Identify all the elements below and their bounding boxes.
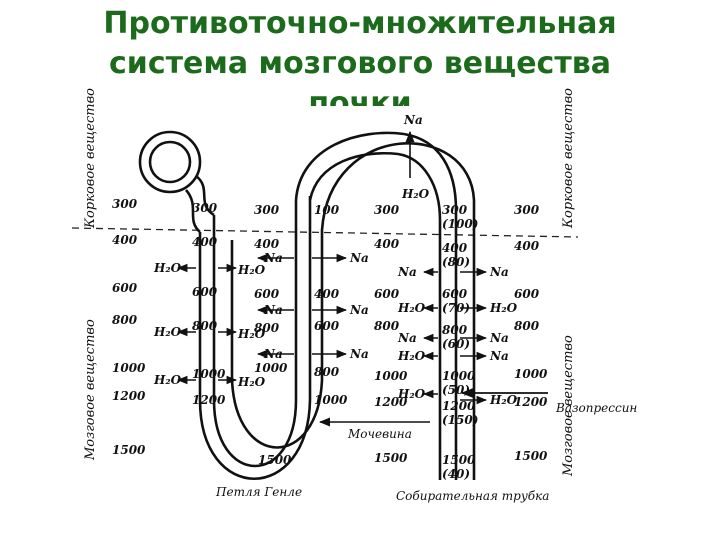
na-label: Na (349, 347, 369, 361)
ascending-interstitium-value: 300 (374, 203, 400, 217)
collecting-duct-label-part1: Собирательная трубка (396, 489, 549, 503)
osmolarity-values: 300 400 600 800 1000 1200 1500 300 400 600 800 1000… (112, 197, 548, 481)
proximal-tubule (195, 174, 215, 217)
descending-interstitium-value: 1000 (254, 361, 288, 375)
left-scale-value: 800 (112, 313, 138, 327)
water-label: H₂O (153, 261, 182, 275)
collecting-duct-value: 1200 (442, 399, 476, 413)
duct-left-exchange-label: H₂O (397, 349, 426, 363)
cortex-medulla-boundary (71, 227, 579, 238)
left-scale-value: 1500 (112, 443, 146, 457)
slide-title: Противоточно-множительная система мозгов… (0, 4, 720, 106)
left-scale-value: 1200 (112, 389, 146, 403)
water-label: H₂O (237, 375, 266, 389)
descending-limb-value: 1200 (192, 393, 226, 407)
duct-left-exchange-label: H₂O (397, 301, 426, 315)
water-label: H₂O (237, 327, 266, 341)
descending-limb-value: 600 (192, 285, 218, 299)
duct-left-exchange-label: H₂O (397, 387, 426, 401)
descending-limb-value: 400 (192, 235, 218, 249)
descending-limb-value: 300 (192, 201, 218, 215)
right-scale-value: 600 (514, 287, 540, 301)
descending-limb-value: 800 (192, 319, 218, 333)
collecting-duct-value: (80) (442, 255, 470, 269)
ascending-limb-value: 1000 (314, 393, 348, 407)
collecting-duct-value: 400 (442, 241, 468, 255)
left-scale-value: 1000 (112, 361, 146, 375)
descending-interstitium-value: 800 (254, 321, 280, 335)
collecting-duct-value: 1500 (442, 453, 476, 467)
duct-right-exchange-label: Na (489, 349, 509, 363)
cortex-left-label: Корковое вещество (83, 88, 98, 229)
water-label: H₂O (237, 263, 266, 277)
duct-right-exchange-label: Na (489, 331, 509, 345)
collecting-duct-value: 1000 (442, 369, 476, 383)
left-scale-value: 300 (112, 197, 138, 211)
water-label: H₂O (153, 325, 182, 339)
nephron-outline (138, 130, 476, 481)
distal-arch (294, 131, 405, 201)
right-scale-value: 400 (514, 239, 540, 253)
descending-interstitium-value: 300 (254, 203, 280, 217)
collecting-duct-value: 300 (442, 203, 468, 217)
collecting-duct-value: (60) (442, 337, 470, 351)
collecting-duct-value: 800 (442, 323, 468, 337)
right-scale-value: 1500 (514, 449, 548, 463)
medulla-right-label: Мозговое вещество (561, 335, 576, 477)
water-label: H₂O (153, 373, 182, 387)
left-scale-value: 400 (112, 233, 138, 247)
duct-left-exchange-label: Na (397, 331, 417, 345)
ascending-interstitium-value: 1200 (374, 395, 408, 409)
right-scale-value: 1200 (514, 395, 548, 409)
cortex-right-label: Корковое вещество (561, 88, 576, 229)
left-scale-value: 600 (112, 281, 138, 295)
title-line-2: система мозгового вещества (109, 46, 611, 81)
duct-right-exchange-label: H₂O (489, 301, 518, 315)
descending-limb-value: 1000 (192, 367, 226, 381)
ascending-limb-value: 800 (314, 365, 340, 379)
descending-interstitium-value: 400 (254, 237, 280, 251)
loop-bottom-value: 1500 (258, 453, 292, 467)
urea-label: Мочевина (347, 427, 412, 441)
collecting-duct-value: (150) (442, 413, 478, 427)
medulla-left-label: Мозговое вещество (83, 319, 98, 461)
ascending-interstitium-value: 600 (374, 287, 400, 301)
title-line-3: почки (308, 86, 412, 106)
collecting-duct-value: (70) (442, 301, 470, 315)
ascending-interstitium-value: 1500 (374, 451, 408, 465)
right-scale-value: 300 (514, 203, 540, 217)
descending-interstitium-value: 600 (254, 287, 280, 301)
collecting-duct-value: (50) (442, 383, 470, 397)
glomerulus-inner (148, 140, 192, 184)
duct-right-exchange-label: H₂O (489, 393, 518, 407)
collecting-duct (403, 132, 458, 480)
water-top-label: H₂O (401, 187, 430, 201)
vasa-recta-loop (230, 142, 476, 480)
ascending-limb-value: 600 (314, 319, 340, 333)
ascending-limb-value: 400 (314, 287, 340, 301)
na-label: Na (349, 251, 369, 265)
duct-right-exchange-label: Na (489, 265, 509, 279)
na-top-label: Na (403, 113, 423, 127)
ascending-limb-value: 100 (314, 203, 340, 217)
ascending-interstitium-value: 1000 (374, 369, 408, 383)
na-label: Na (349, 303, 369, 317)
vasopressin-label: Вазопрессин (555, 401, 637, 415)
ascending-interstitium-value: 400 (374, 237, 400, 251)
loop-of-henle-label: Петля Генле (215, 485, 302, 499)
collecting-duct-value: (40) (442, 467, 470, 481)
collecting-duct-value: (100) (442, 217, 478, 231)
ascending-interstitium-value: 800 (374, 319, 400, 333)
right-scale-value: 800 (514, 319, 540, 333)
title-line-1: Противоточно-множительная (103, 6, 617, 41)
duct-left-exchange-label: Na (397, 265, 417, 279)
collecting-duct-value: 600 (442, 287, 468, 301)
glomerulus-capsule (138, 130, 202, 194)
right-scale-value: 1000 (514, 367, 548, 381)
